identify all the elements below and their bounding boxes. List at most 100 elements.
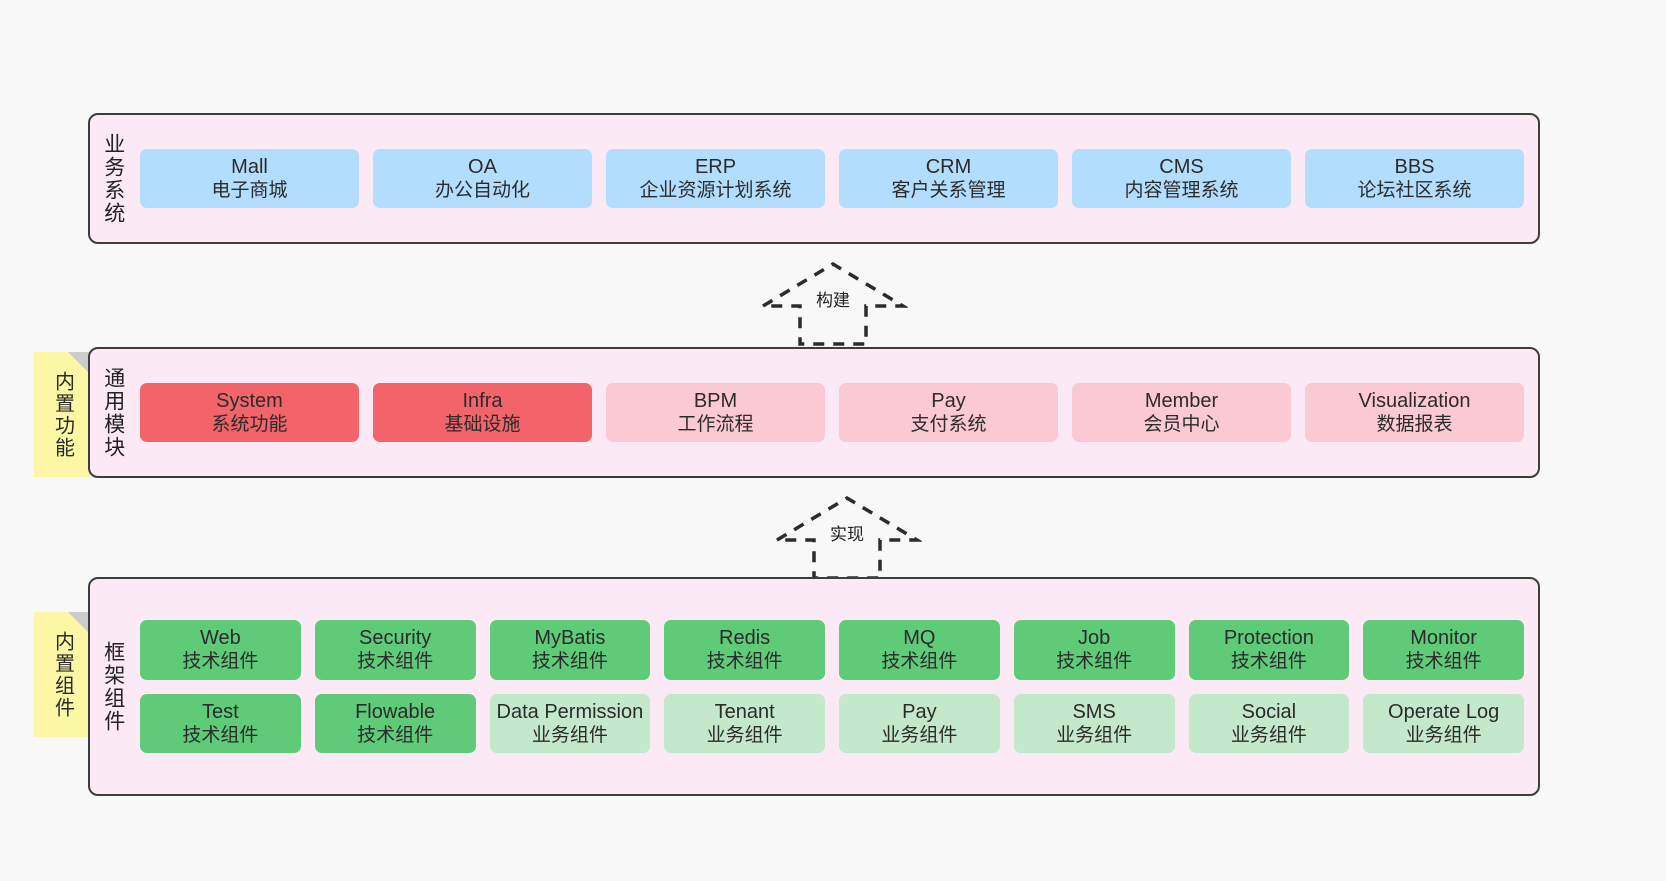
node-subtitle: 数据报表 bbox=[1376, 414, 1453, 436]
node-subtitle: 企业资源计划系统 bbox=[639, 180, 792, 202]
node-data-permission[interactable]: Data Permission 业务组件 bbox=[489, 693, 651, 754]
layer-common-module[interactable]: 通用模块 System 系统功能 Infra 基础设施 BPM 工作流程 Pay… bbox=[88, 347, 1540, 478]
node-bbs[interactable]: BBS 论坛社区系统 bbox=[1305, 148, 1524, 209]
node-subtitle: 技术组件 bbox=[531, 651, 608, 673]
layer-row: Mall 电子商城 OA 办公自动化 ERP 企业资源计划系统 CRM 客户关系… bbox=[140, 148, 1524, 209]
node-subtitle: 基础设施 bbox=[444, 414, 521, 436]
node-title: BBS bbox=[1394, 155, 1435, 178]
layer-title-framework-component: 框架组件 bbox=[101, 640, 125, 733]
node-title: Test bbox=[202, 700, 239, 723]
node-mq[interactable]: MQ 技术组件 bbox=[839, 619, 1000, 680]
note-builtin-function[interactable]: 内置功能 bbox=[34, 352, 90, 477]
connector-implement-label: 实现 bbox=[830, 525, 864, 544]
node-title: Operate Log bbox=[1388, 700, 1500, 723]
node-flowable[interactable]: Flowable 技术组件 bbox=[314, 693, 476, 754]
node-test[interactable]: Test 技术组件 bbox=[140, 693, 301, 754]
node-subtitle: 客户关系管理 bbox=[891, 180, 1006, 202]
node-subtitle: 技术组件 bbox=[1230, 651, 1307, 673]
node-cms[interactable]: CMS 内容管理系统 bbox=[1072, 148, 1291, 209]
node-subtitle: 技术组件 bbox=[182, 651, 259, 673]
node-subtitle: 技术组件 bbox=[1405, 651, 1482, 673]
node-subtitle: 技术组件 bbox=[706, 651, 783, 673]
node-subtitle: 技术组件 bbox=[357, 724, 434, 746]
folded-corner-icon bbox=[68, 352, 90, 374]
node-title: MQ bbox=[903, 626, 936, 649]
layer-title-business-system: 业务系统 bbox=[101, 132, 125, 225]
layer-framework-component[interactable]: 框架组件 Web 技术组件 Security 技术组件 MyBatis 技术组件… bbox=[88, 577, 1540, 796]
node-title: System bbox=[216, 389, 283, 412]
node-title: Social bbox=[1241, 700, 1297, 723]
node-subtitle: 业务组件 bbox=[531, 724, 608, 746]
node-operate-log[interactable]: Operate Log 业务组件 bbox=[1363, 693, 1524, 754]
node-tenant[interactable]: Tenant 业务组件 bbox=[664, 693, 825, 754]
layer-row: Test 技术组件 Flowable 技术组件 Data Permission … bbox=[140, 693, 1524, 754]
node-visualization[interactable]: Visualization 数据报表 bbox=[1305, 382, 1524, 443]
node-subtitle: 工作流程 bbox=[677, 414, 754, 436]
node-subtitle: 业务组件 bbox=[706, 724, 783, 746]
node-web[interactable]: Web 技术组件 bbox=[140, 619, 301, 680]
node-title: Data Permission bbox=[496, 700, 644, 723]
connector-implement: 实现 bbox=[770, 492, 924, 582]
node-title: Job bbox=[1078, 626, 1111, 649]
node-subtitle: 办公自动化 bbox=[434, 180, 530, 202]
node-mybatis[interactable]: MyBatis 技术组件 bbox=[489, 619, 651, 680]
node-title: CMS bbox=[1159, 155, 1204, 178]
node-title: Pay bbox=[902, 700, 937, 723]
node-title: Web bbox=[199, 626, 241, 649]
node-subtitle: 技术组件 bbox=[881, 651, 958, 673]
node-title: Monitor bbox=[1410, 626, 1477, 649]
node-subtitle: 论坛社区系统 bbox=[1357, 180, 1472, 202]
note-builtin-component[interactable]: 内置组件 bbox=[34, 612, 90, 737]
node-title: Security bbox=[359, 626, 432, 649]
node-subtitle: 内容管理系统 bbox=[1124, 180, 1239, 202]
node-protection[interactable]: Protection 技术组件 bbox=[1188, 619, 1350, 680]
node-title: Member bbox=[1144, 389, 1219, 412]
node-mall[interactable]: Mall 电子商城 bbox=[140, 148, 359, 209]
layer-title-common-module: 通用模块 bbox=[101, 366, 125, 459]
layer-business-system[interactable]: 业务系统 Mall 电子商城 OA 办公自动化 ERP 企业资源计划系统 CRM… bbox=[88, 113, 1540, 244]
note-label: 内置功能 bbox=[51, 370, 74, 459]
node-sms[interactable]: SMS 业务组件 bbox=[1013, 693, 1175, 754]
node-subtitle: 业务组件 bbox=[1405, 724, 1482, 746]
folded-corner-icon bbox=[68, 612, 90, 634]
node-pay-business[interactable]: Pay 业务组件 bbox=[839, 693, 1000, 754]
node-monitor[interactable]: Monitor 技术组件 bbox=[1363, 619, 1524, 680]
node-title: CRM bbox=[925, 155, 972, 178]
node-subtitle: 支付系统 bbox=[910, 414, 987, 436]
node-title: MyBatis bbox=[534, 626, 606, 649]
node-subtitle: 系统功能 bbox=[211, 414, 288, 436]
node-infra[interactable]: Infra 基础设施 bbox=[373, 382, 592, 443]
node-subtitle: 技术组件 bbox=[182, 724, 259, 746]
layer-body-framework-component: Web 技术组件 Security 技术组件 MyBatis 技术组件 Redi… bbox=[136, 579, 1538, 794]
node-bpm[interactable]: BPM 工作流程 bbox=[606, 382, 825, 443]
node-title: BPM bbox=[693, 389, 738, 412]
node-pay[interactable]: Pay 支付系统 bbox=[839, 382, 1058, 443]
layer-body-business-system: Mall 电子商城 OA 办公自动化 ERP 企业资源计划系统 CRM 客户关系… bbox=[136, 115, 1538, 242]
layer-row: Web 技术组件 Security 技术组件 MyBatis 技术组件 Redi… bbox=[140, 619, 1524, 680]
node-subtitle: 业务组件 bbox=[1056, 724, 1133, 746]
node-title: Flowable bbox=[355, 700, 436, 723]
node-social[interactable]: Social 业务组件 bbox=[1188, 693, 1350, 754]
node-title: ERP bbox=[694, 155, 737, 178]
node-title: Visualization bbox=[1358, 389, 1471, 412]
node-erp[interactable]: ERP 企业资源计划系统 bbox=[606, 148, 825, 209]
node-title: Pay bbox=[931, 389, 966, 412]
node-title: Redis bbox=[719, 626, 771, 649]
node-subtitle: 业务组件 bbox=[881, 724, 958, 746]
node-subtitle: 电子商城 bbox=[211, 180, 288, 202]
node-title: Mall bbox=[231, 155, 268, 178]
connector-build-label: 构建 bbox=[816, 291, 850, 310]
layer-row: System 系统功能 Infra 基础设施 BPM 工作流程 Pay 支付系统… bbox=[140, 382, 1524, 443]
node-title: Tenant bbox=[714, 700, 775, 723]
node-redis[interactable]: Redis 技术组件 bbox=[664, 619, 825, 680]
node-crm[interactable]: CRM 客户关系管理 bbox=[839, 148, 1058, 209]
node-subtitle: 技术组件 bbox=[357, 651, 434, 673]
node-job[interactable]: Job 技术组件 bbox=[1013, 619, 1175, 680]
node-member[interactable]: Member 会员中心 bbox=[1072, 382, 1291, 443]
node-security[interactable]: Security 技术组件 bbox=[314, 619, 476, 680]
node-subtitle: 技术组件 bbox=[1056, 651, 1133, 673]
node-oa[interactable]: OA 办公自动化 bbox=[373, 148, 592, 209]
node-title: Infra bbox=[462, 389, 503, 412]
node-system[interactable]: System 系统功能 bbox=[140, 382, 359, 443]
